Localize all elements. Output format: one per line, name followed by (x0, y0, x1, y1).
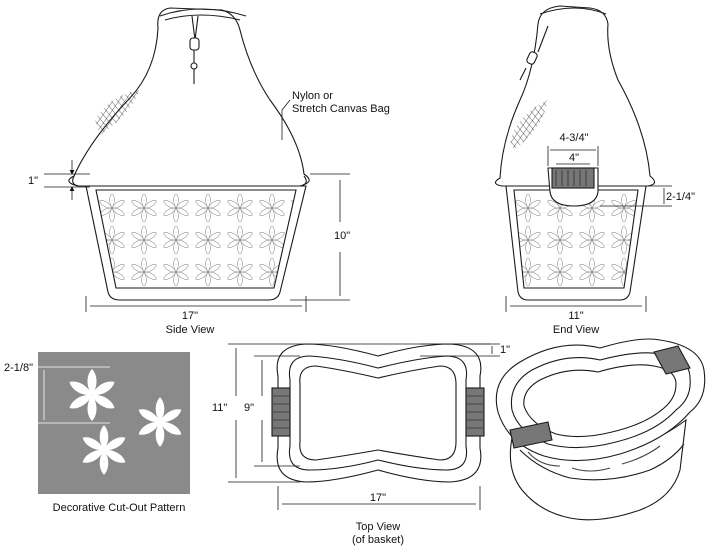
end-view-caption: End View (552, 324, 600, 336)
pattern-size-dimension: 2-1/8" (4, 362, 33, 374)
bag-label-line1: Nylon or (292, 90, 333, 102)
end-view-figure (494, 5, 656, 301)
top-view-caption-line1: Top View (355, 521, 401, 533)
end-handle-outer-dimension: 4-3/4" (559, 132, 589, 144)
top-outer-width-dimension: 11" (212, 402, 228, 414)
end-handle-depth-dimension: 2-1/4" (666, 191, 695, 203)
top-view-dimensions (228, 343, 500, 510)
pattern-caption: Decorative Cut-Out Pattern (52, 502, 186, 514)
end-width-dimension: 11" (568, 310, 584, 322)
side-height-dimension: 10" (334, 230, 351, 242)
top-view-caption-line2: (of basket) (352, 534, 404, 546)
top-rim-dimension: 1" (500, 344, 511, 356)
side-width-dimension: 17" (181, 310, 199, 322)
bag-label-line2: Stretch Canvas Bag (292, 103, 390, 115)
side-view-figure (68, 7, 310, 301)
top-length-dimension: 17" (369, 492, 387, 504)
end-view-dimensions (505, 146, 672, 312)
top-inner-width-dimension: 9" (244, 402, 255, 414)
side-view-caption: Side View (165, 324, 215, 336)
side-view-dimensions (44, 99, 350, 312)
side-rim-dimension: 1" (28, 175, 39, 187)
pattern-dimensions (36, 366, 110, 424)
end-handle-inner-dimension: 4" (568, 152, 580, 164)
top-view-figure (271, 343, 485, 483)
isometric-basket-figure (495, 338, 706, 521)
